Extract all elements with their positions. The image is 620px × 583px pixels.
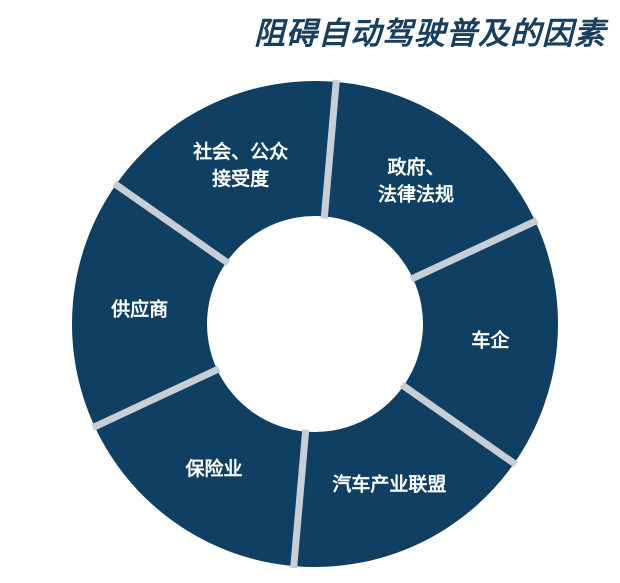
segment-label-line: 政府、 xyxy=(387,155,444,178)
ring-separator-1 xyxy=(320,79,340,219)
segment-label-3: 汽车产业联盟 xyxy=(332,473,446,496)
ring-segment-4 xyxy=(94,369,306,567)
segment-label-line: 保险业 xyxy=(185,457,243,480)
segment-label-line: 法律法规 xyxy=(378,182,454,205)
segment-label-line: 社会、公众 xyxy=(192,140,288,163)
segment-label-6: 社会、公众接受度 xyxy=(192,140,288,190)
segment-label-5: 供应商 xyxy=(110,298,168,321)
segment-label-line: 车企 xyxy=(471,328,510,351)
ring-separator-4 xyxy=(290,429,310,569)
ring-separator-3 xyxy=(399,381,518,468)
ring-segment-6 xyxy=(115,80,337,263)
ring-segments xyxy=(71,80,558,568)
segment-label-4: 保险业 xyxy=(185,457,243,480)
segment-label-1: 政府、法律法规 xyxy=(378,155,454,205)
ring-separators xyxy=(91,79,539,569)
diagram-title: 阻碍自动驾驶普及的因素 xyxy=(254,16,606,52)
ring-separator-6 xyxy=(112,180,231,267)
ring-segment-5 xyxy=(71,184,227,427)
segment-label-line: 汽车产业联盟 xyxy=(332,473,446,496)
segment-label-line: 供应商 xyxy=(110,298,168,321)
segment-label-line: 接受度 xyxy=(212,167,270,190)
ring-separator-5 xyxy=(91,365,221,431)
ring-segment-3 xyxy=(293,385,515,568)
ring-segment-1 xyxy=(324,81,536,279)
ring-separator-2 xyxy=(409,217,539,283)
ring-segment-2 xyxy=(403,221,558,464)
segment-label-2: 车企 xyxy=(471,328,510,351)
